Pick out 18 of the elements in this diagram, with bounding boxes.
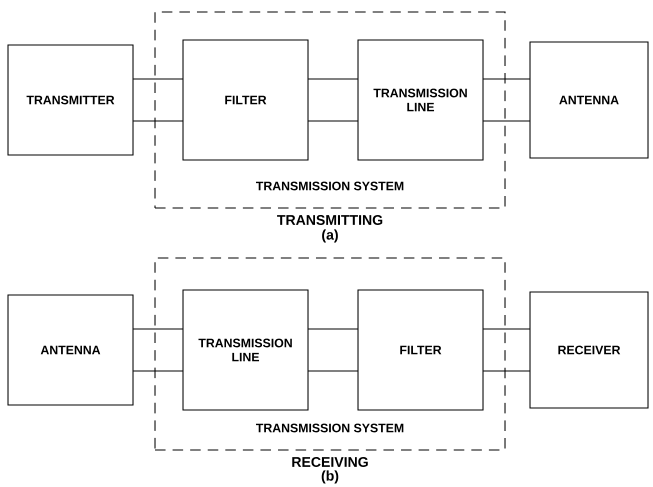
panel-letter: (a) [322,229,338,243]
caption: TRANSMITTING [277,215,382,225]
block-box: FILTER [357,289,484,411]
block-box: ANTENNA [7,294,134,406]
block-box: ANTENNA [529,41,649,159]
double-line-connector [308,328,358,372]
panel-letter: (b) [322,470,338,484]
block-box: RECEIVER [529,291,649,408]
double-line-connector [483,328,530,372]
block-box: FILTER [182,39,309,161]
double-line-connector [308,78,358,122]
double-line-connector [483,78,530,122]
block-box: TRANSMISSION LINE [182,289,309,411]
double-line-connector [133,78,183,122]
double-line-connector [133,328,183,372]
caption: RECEIVING [292,457,368,467]
block-box: TRANSMITTER [7,44,134,156]
block-box: TRANSMISSION LINE [357,39,484,161]
